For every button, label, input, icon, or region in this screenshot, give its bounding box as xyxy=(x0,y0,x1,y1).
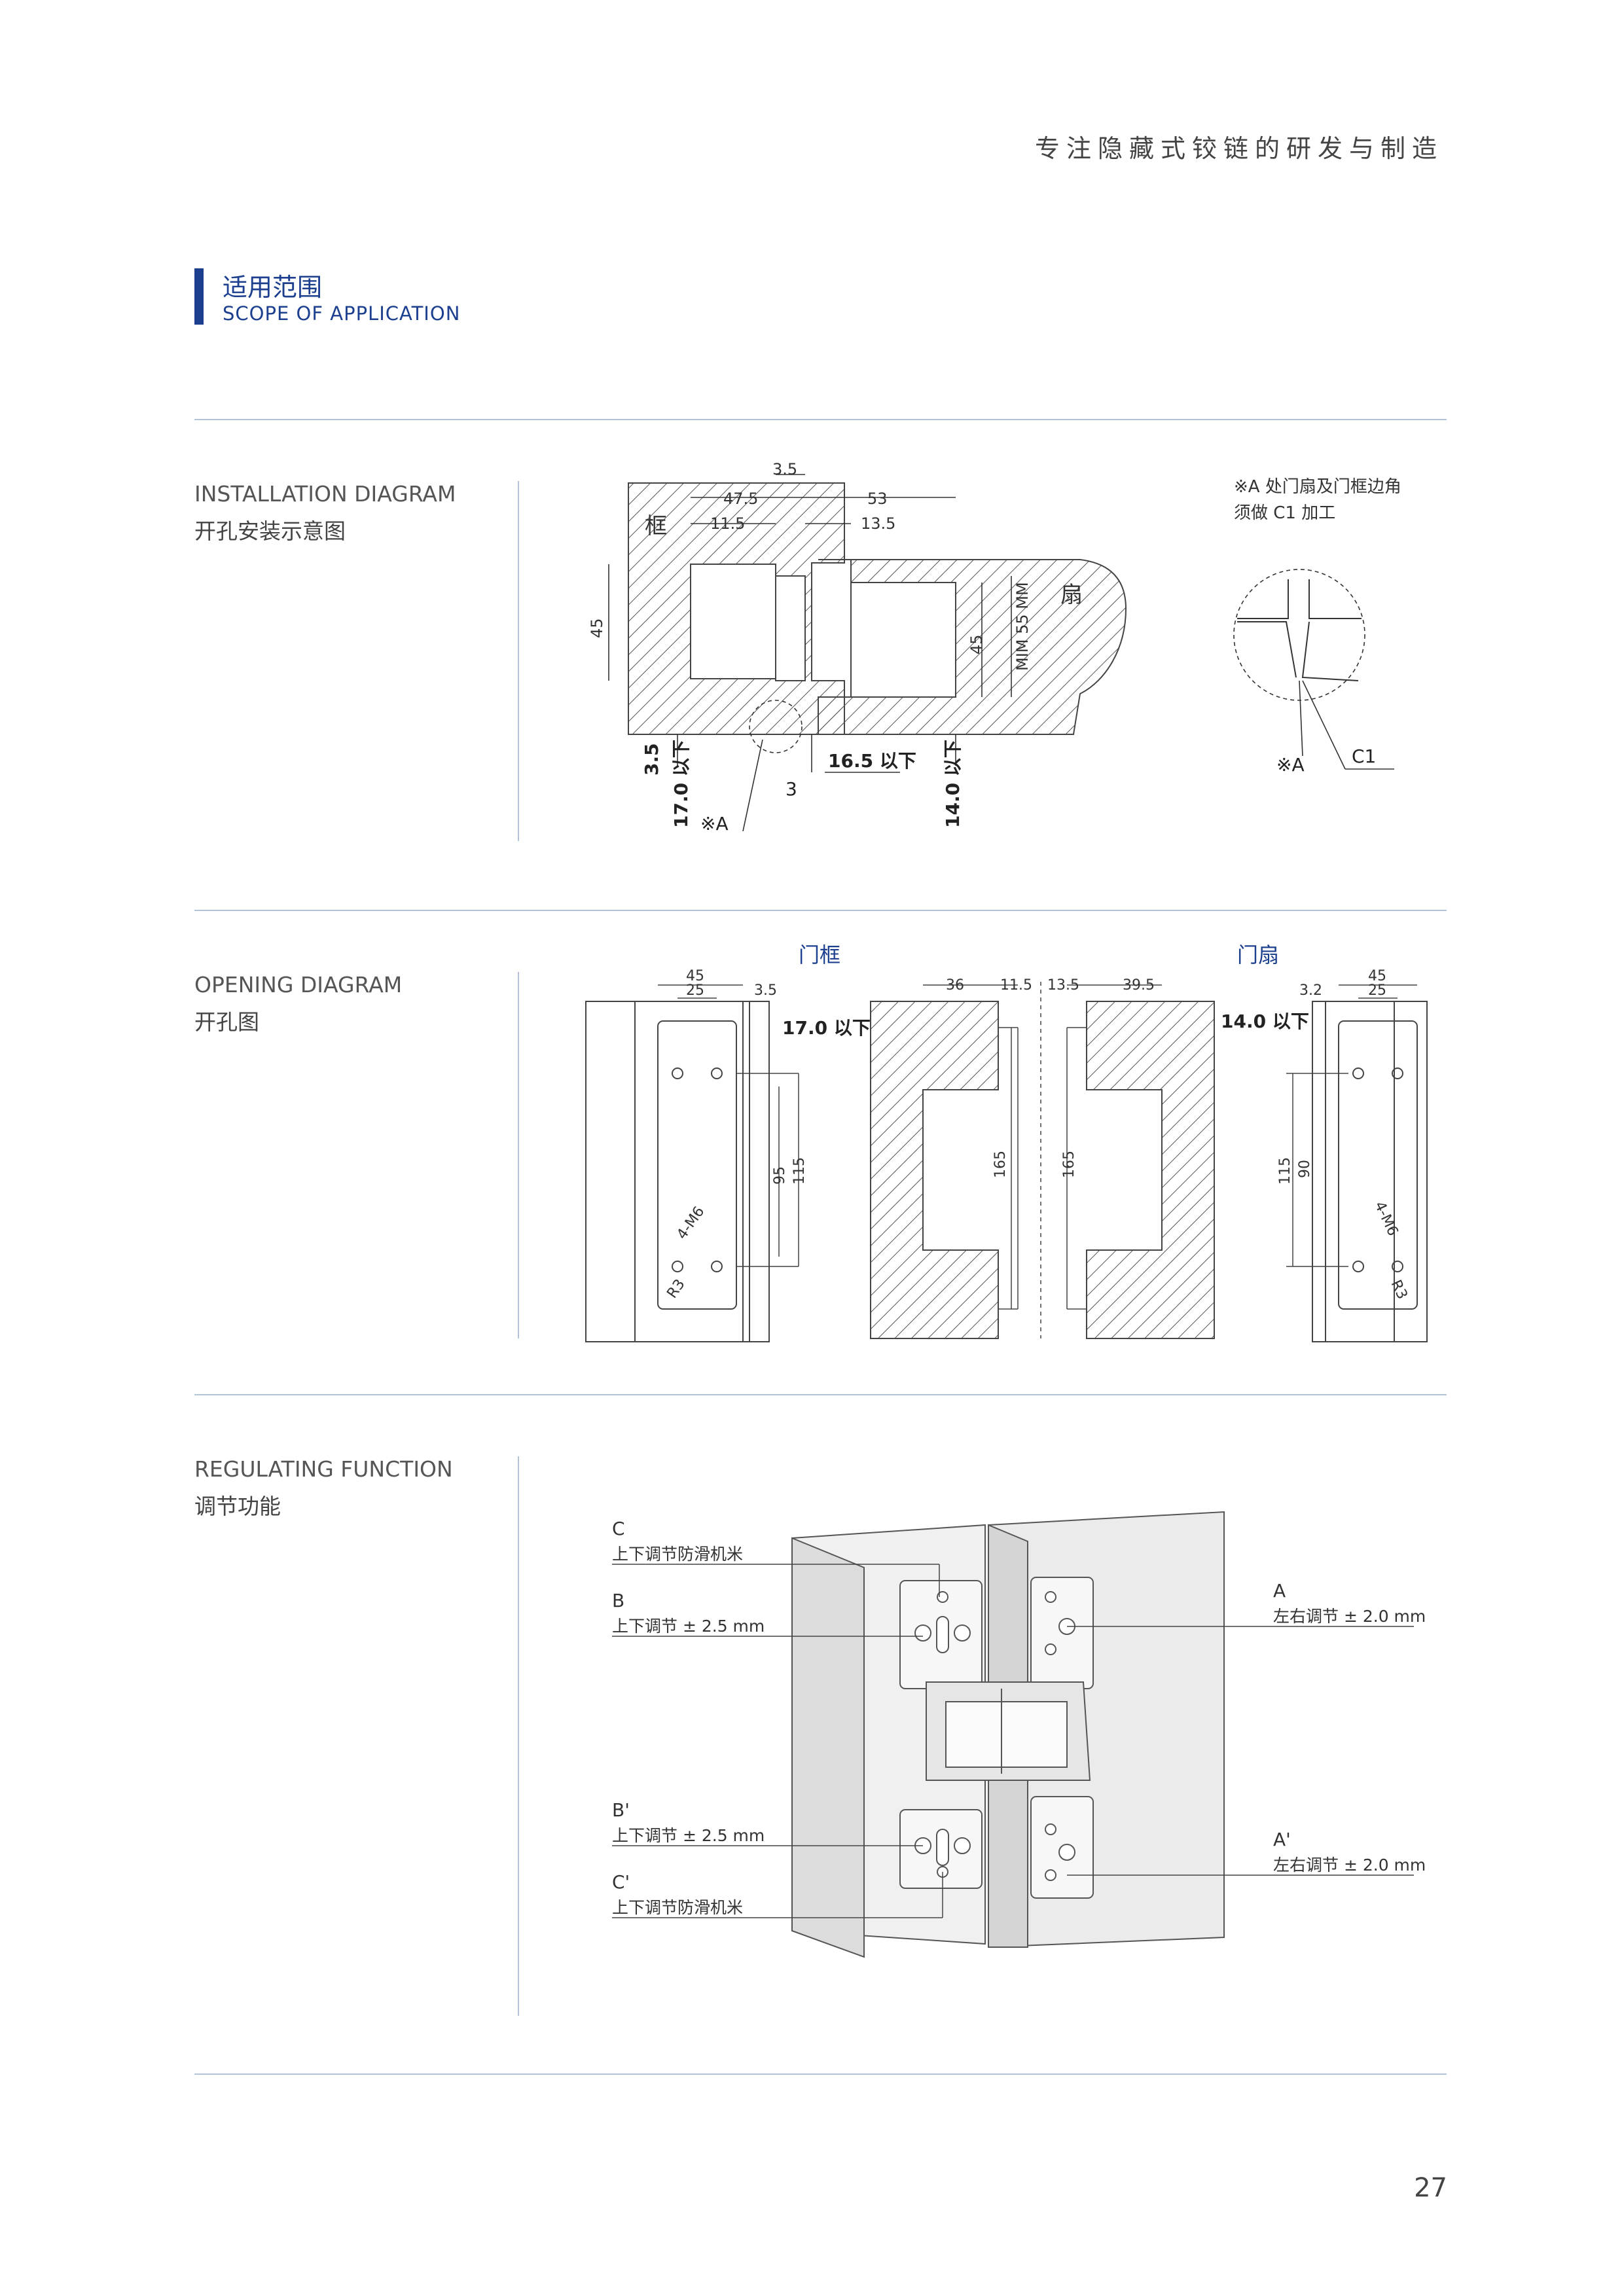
sash-section xyxy=(818,559,1127,735)
callout-c2-letter: C' xyxy=(612,1871,630,1893)
sash-title: 门扇 xyxy=(1237,942,1279,967)
detail-a-drawing xyxy=(1233,569,1394,770)
callout-a2-letter: A' xyxy=(1273,1829,1291,1850)
dim-l17: 17.0 以下 xyxy=(782,1017,871,1039)
dim-r45: 45 xyxy=(1368,968,1386,984)
dim-r25: 25 xyxy=(1368,982,1386,999)
dim-l3-5: 3.5 xyxy=(754,982,777,999)
section-title-cn: 适用范围 xyxy=(223,273,323,302)
regulating-label-en: REGULATING FUNCTION xyxy=(194,1456,453,1482)
callout-lines xyxy=(612,1564,1414,1918)
callout-c-letter: C xyxy=(612,1518,625,1539)
dim-13-5: 13.5 xyxy=(861,514,895,533)
dim-l115: 115 xyxy=(791,1157,808,1185)
dim-s13-5: 13.5 xyxy=(1047,977,1079,994)
installation-label-en: INSTALLATION DIAGRAM xyxy=(194,481,456,507)
dim-47-5: 47.5 xyxy=(723,490,758,508)
dim-f11-5: 11.5 xyxy=(1000,977,1032,994)
detail-mark-a: ※A xyxy=(1276,754,1305,776)
opening-label-en: OPENING DIAGRAM xyxy=(194,972,403,997)
callout-c-text: 上下调节防滑机米 xyxy=(612,1545,743,1564)
frame-plate-left xyxy=(585,984,799,1342)
detail-note-line2: 须做 C1 加工 xyxy=(1234,503,1335,523)
dim-3-5-bottom: 3.5 xyxy=(641,743,662,776)
sash-char: 扇 xyxy=(1060,582,1083,608)
callout-c2-text: 上下调节防滑机米 xyxy=(612,1898,743,1917)
mark-a: ※A xyxy=(700,813,729,834)
callout-b-letter: B xyxy=(612,1590,624,1611)
frame-char: 框 xyxy=(645,513,667,539)
header-tagline: 专注隐藏式铰链的研发与制造 xyxy=(1034,134,1443,163)
dim-r14: 14.0 以下 xyxy=(1221,1011,1309,1032)
callout-b2-letter: B' xyxy=(612,1799,630,1821)
divider-4 xyxy=(194,2073,1447,2075)
row-separator-regulating xyxy=(518,1456,519,2016)
installation-dimension-lines xyxy=(608,474,1012,832)
dim-14: 14.0 以下 xyxy=(942,740,964,828)
dim-mim: MIM 55 MM xyxy=(1013,582,1032,671)
dim-45-right: 45 xyxy=(967,634,986,655)
page-number: 27 xyxy=(1414,2173,1447,2203)
row-separator-opening xyxy=(518,972,519,1338)
dim-l95: 95 xyxy=(772,1166,788,1185)
dim-f36: 36 xyxy=(946,977,964,994)
sash-cutout-section xyxy=(1066,984,1215,1339)
dim-f165: 165 xyxy=(992,1151,1009,1178)
opening-label-cn: 开孔图 xyxy=(194,1009,259,1035)
detail-note-line1: ※A 处门扇及门框边角 xyxy=(1234,477,1401,497)
sash-plate-right xyxy=(1286,984,1428,1342)
dim-11-5: 11.5 xyxy=(710,514,745,533)
dim-3: 3 xyxy=(785,778,797,800)
dim-s39-5: 39.5 xyxy=(1123,977,1155,994)
dim-3-5-top: 3.5 xyxy=(772,460,797,478)
frame-title: 门框 xyxy=(799,942,840,967)
dim-r3-2: 3.2 xyxy=(1299,982,1322,999)
regulating-label-cn: 调节功能 xyxy=(194,1494,281,1519)
section-title-en: SCOPE OF APPLICATION xyxy=(223,302,461,325)
section-accent-bar xyxy=(194,268,204,325)
dim-16-5: 16.5 以下 xyxy=(828,750,916,772)
hinge-illustration xyxy=(791,1511,1225,1958)
dim-l25: 25 xyxy=(686,982,704,999)
callout-b2-text: 上下调节 ± 2.5 mm xyxy=(612,1826,765,1845)
dim-r115: 115 xyxy=(1277,1157,1293,1185)
dim-53: 53 xyxy=(867,490,888,508)
row-separator-installation xyxy=(518,481,519,841)
dim-r90: 90 xyxy=(1297,1160,1313,1178)
installation-label-cn: 开孔安装示意图 xyxy=(194,518,346,544)
callout-a-text: 左右调节 ± 2.0 mm xyxy=(1273,1607,1426,1626)
callout-b-text: 上下调节 ± 2.5 mm xyxy=(612,1617,765,1636)
dim-17: 17.0 以下 xyxy=(670,740,692,828)
dim-s165: 165 xyxy=(1061,1151,1077,1178)
frame-section xyxy=(628,482,845,735)
callout-a-letter: A xyxy=(1273,1580,1286,1602)
callout-a2-text: 左右调节 ± 2.0 mm xyxy=(1273,1856,1426,1874)
dim-45-left: 45 xyxy=(588,618,606,638)
dim-l45: 45 xyxy=(686,968,704,984)
detail-c1: C1 xyxy=(1352,745,1376,767)
divider-2 xyxy=(194,910,1447,911)
divider-3 xyxy=(194,1394,1447,1395)
divider-1 xyxy=(194,419,1447,420)
frame-cutout-section xyxy=(870,984,1019,1339)
